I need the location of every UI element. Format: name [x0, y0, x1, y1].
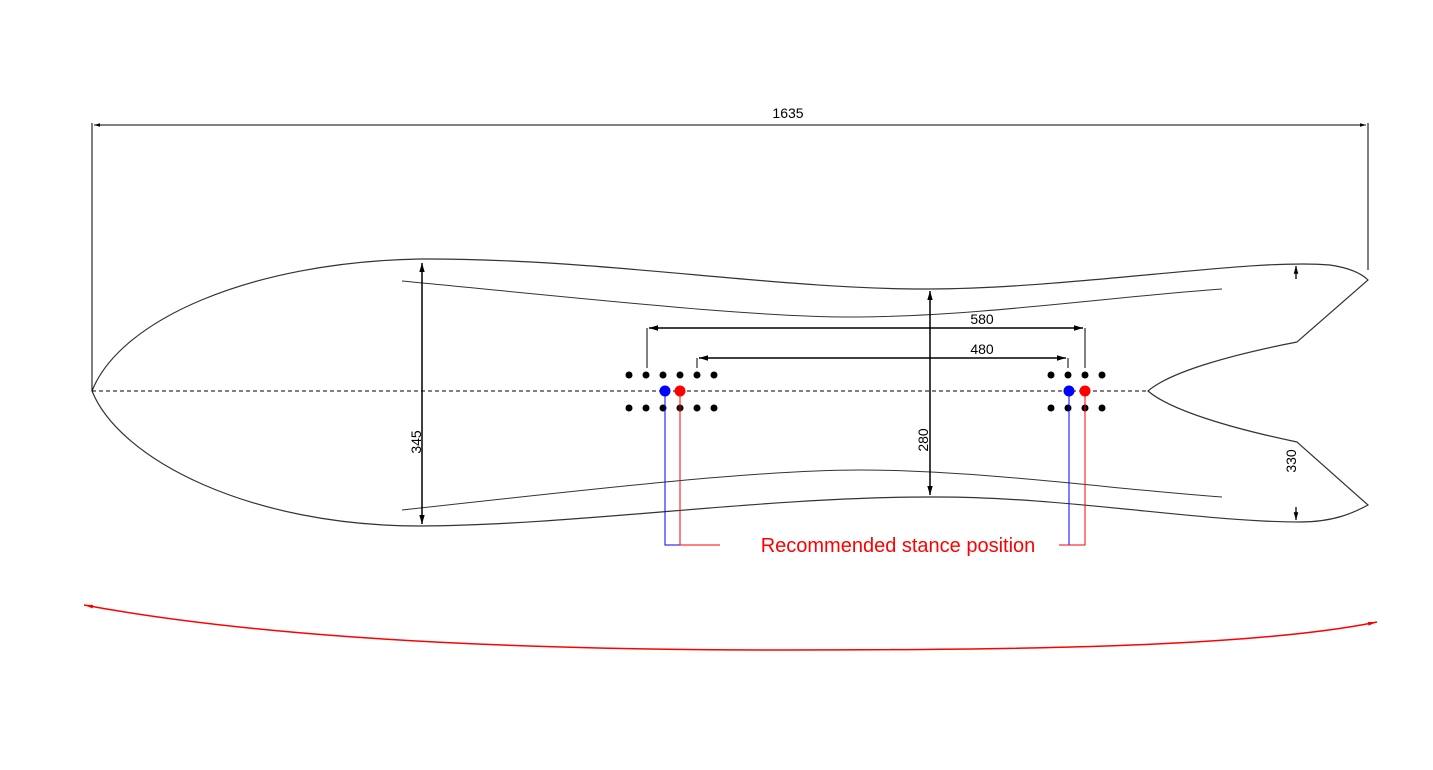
overall-length-label: 1635 [772, 105, 803, 121]
insert-hole [693, 371, 701, 379]
nose-width-label: 345 [408, 430, 424, 454]
insert-hole [1047, 371, 1055, 379]
dimension-outer-stance: 580 [646, 311, 1086, 368]
insert-hole [1047, 404, 1055, 412]
inner-edge-top [401, 280, 1223, 318]
insert-hole [659, 371, 667, 379]
insert-hole [710, 371, 718, 379]
stance-annotation: Recommended stance position [761, 535, 1036, 557]
insert-hole [625, 404, 633, 412]
dimension-tail-width: 330 [1283, 266, 1299, 520]
insert-hole [710, 404, 718, 412]
insert-hole [693, 404, 701, 412]
dimension-nose-width: 345 [408, 263, 425, 524]
insert-hole [625, 371, 633, 379]
insert-hole [676, 371, 684, 379]
inner-stance-label: 480 [970, 341, 994, 357]
insert-hole [1081, 371, 1089, 379]
stance-leaders [664, 391, 1086, 546]
insert-hole [642, 371, 650, 379]
dimension-inner-stance: 480 [696, 341, 1069, 368]
outer-stance-label: 580 [970, 311, 994, 327]
insert-hole [1098, 371, 1106, 379]
insert-hole [1064, 371, 1072, 379]
dimension-waist-width: 280 [915, 291, 933, 495]
waist-width-label: 280 [915, 428, 931, 452]
dimension-overall-length: 1635 [91, 105, 1369, 391]
insert-hole [642, 404, 650, 412]
insert-hole [1098, 404, 1106, 412]
board-outline [91, 258, 1370, 527]
inner-edge-bottom [401, 469, 1223, 511]
rocker-arc [83, 604, 1378, 651]
insert-hole [1064, 404, 1072, 412]
tail-width-label: 330 [1283, 449, 1299, 473]
